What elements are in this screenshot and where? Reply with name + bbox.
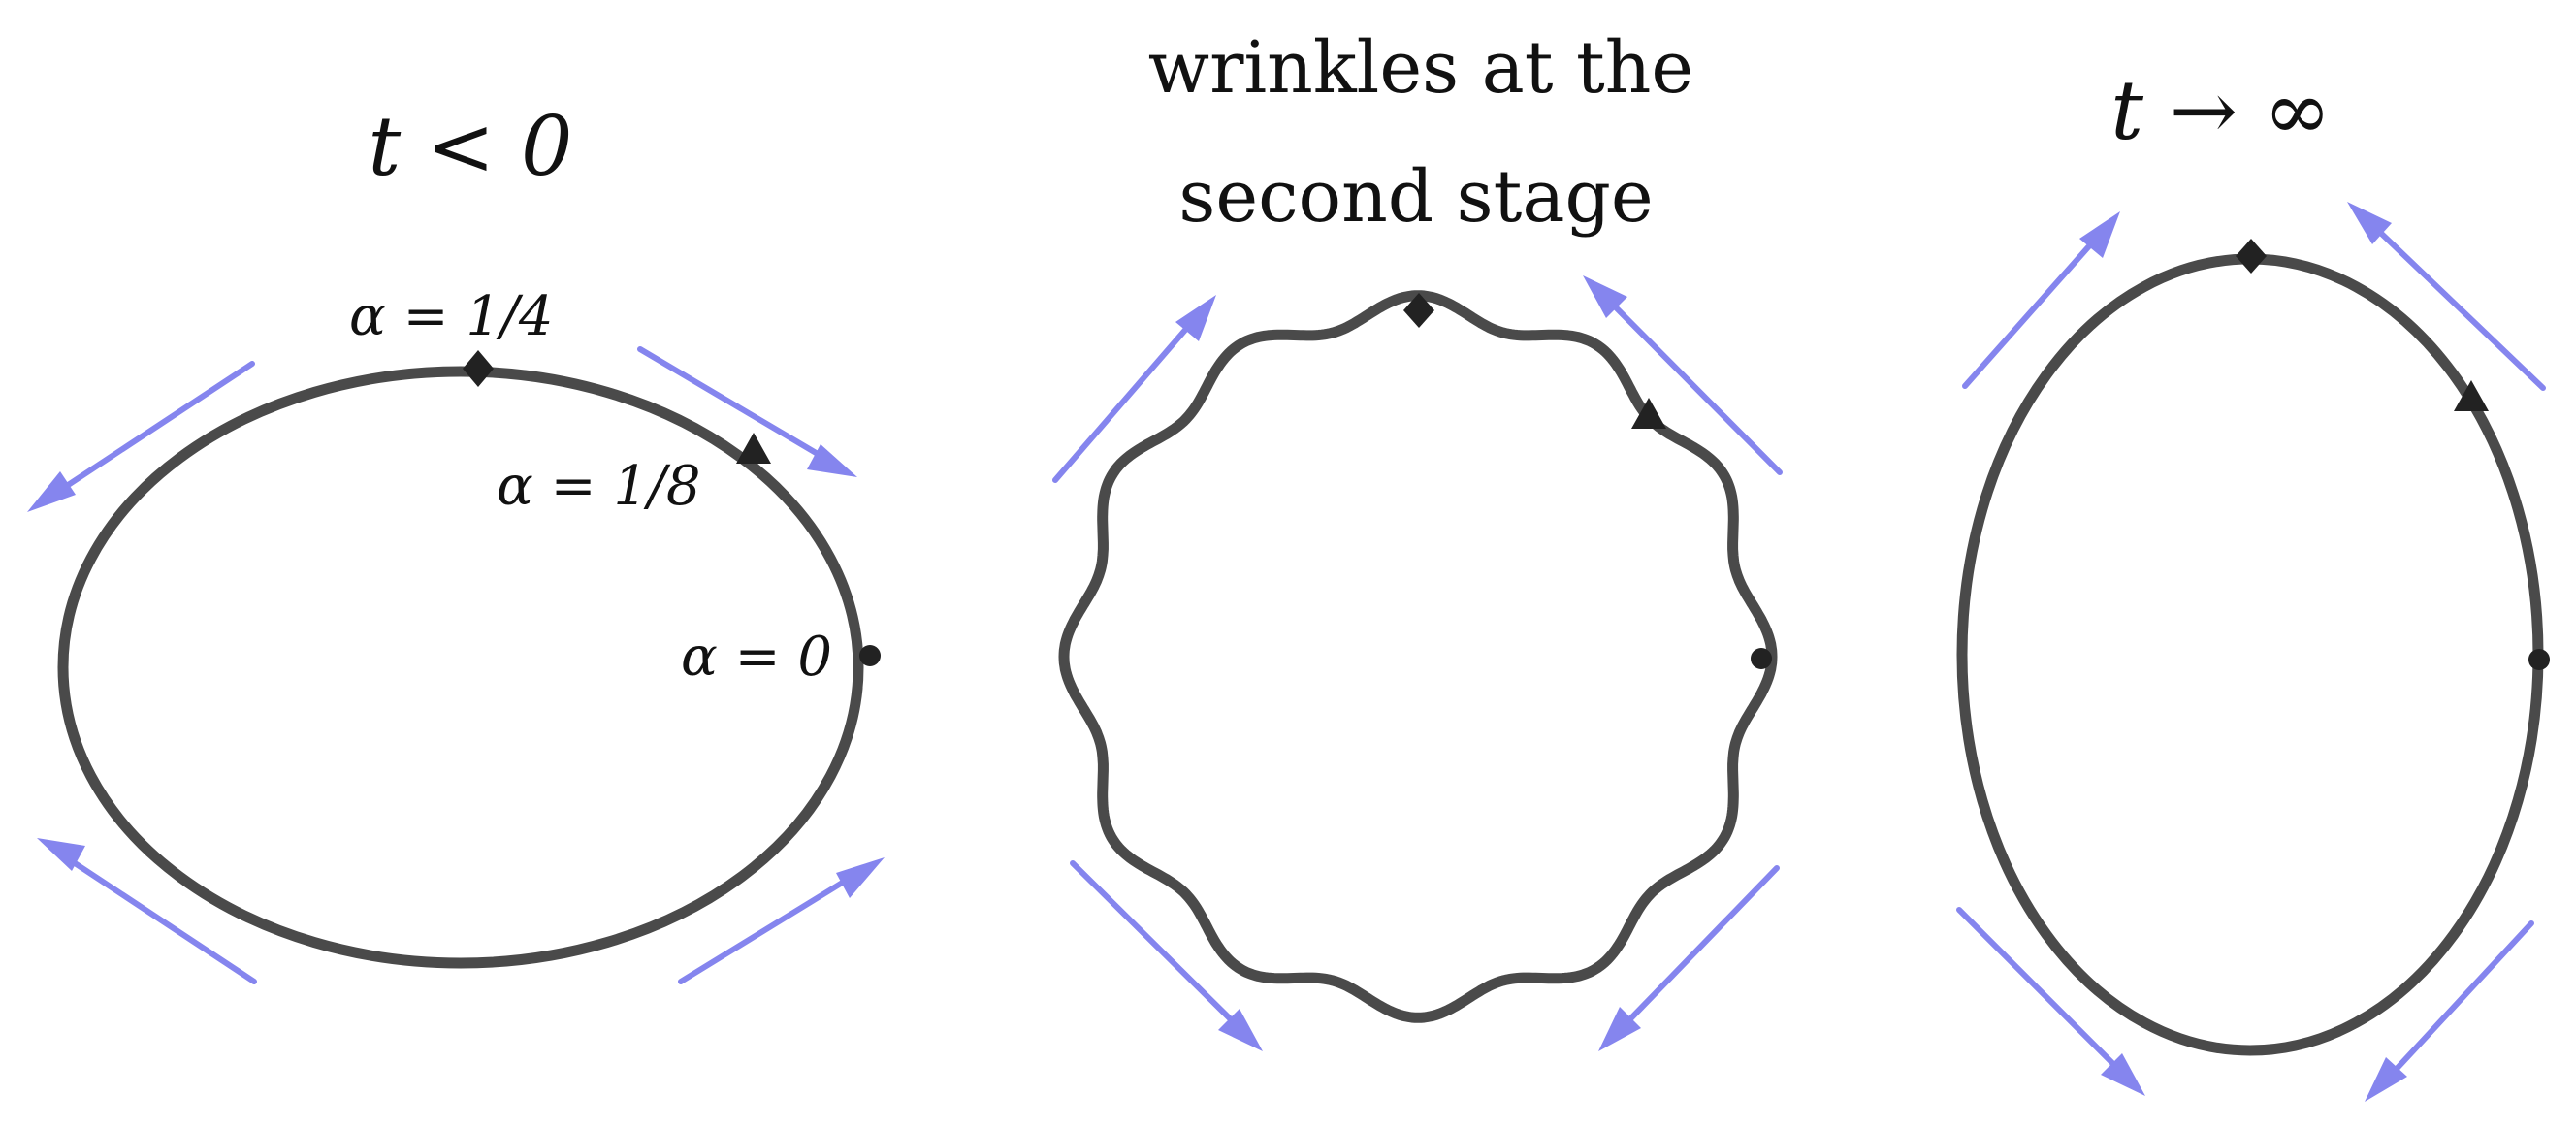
panel-t-negative: t < 0 α = 1/4 α = 1/8 α = 0 (27, 99, 885, 984)
flow-arrow-lower-left-3 (1956, 907, 2145, 1096)
diamond-marker-top-3 (2236, 239, 2267, 274)
panel-3-title: t → ∞ (2110, 63, 2332, 158)
flow-arrow-lower-left (37, 838, 257, 984)
dot-marker-2 (1751, 648, 1772, 669)
panel-2-title-line-2: second stage (1178, 155, 1653, 239)
diamond-marker-top-2 (1403, 293, 1434, 328)
flow-arrow-upper-left (27, 361, 255, 512)
panel-1-title: t < 0 (369, 99, 573, 194)
panel-second-stage: wrinkles at the second stage (1052, 26, 1783, 1051)
panel-2-title-line-1: wrinkles at the (1148, 26, 1693, 110)
triangle-marker-3 (2454, 380, 2489, 411)
ellipse-vertical (1956, 253, 2544, 1056)
wrinkled-circle (1058, 290, 1778, 1023)
flow-arrow-lower-right-3 (2365, 920, 2534, 1102)
flow-arrow-upper-left-2 (1052, 295, 1216, 483)
flow-arrow-upper-right-3 (2347, 202, 2546, 391)
dot-marker-3 (2528, 649, 2550, 670)
ellipse-horizontal (57, 366, 864, 969)
triangle-marker-alpha-eighth (736, 433, 771, 464)
alpha-quarter-label: α = 1/4 (349, 285, 553, 348)
dot-marker-alpha-zero (859, 645, 881, 666)
panel-t-infinity: t → ∞ (1956, 63, 2550, 1102)
diamond-marker-alpha-quarter (463, 350, 494, 387)
flow-arrow-lower-right (678, 857, 885, 984)
flow-arrow-lower-right-2 (1598, 865, 1780, 1051)
alpha-eighth-label: α = 1/8 (497, 455, 700, 518)
flow-arrow-upper-right-2 (1583, 275, 1783, 475)
triangle-marker-2 (1631, 398, 1666, 429)
flow-arrow-lower-left-2 (1070, 860, 1263, 1051)
alpha-zero-label: α = 0 (681, 626, 832, 689)
flow-arrow-upper-right (637, 346, 857, 477)
flow-arrow-upper-left-3 (1962, 211, 2120, 389)
